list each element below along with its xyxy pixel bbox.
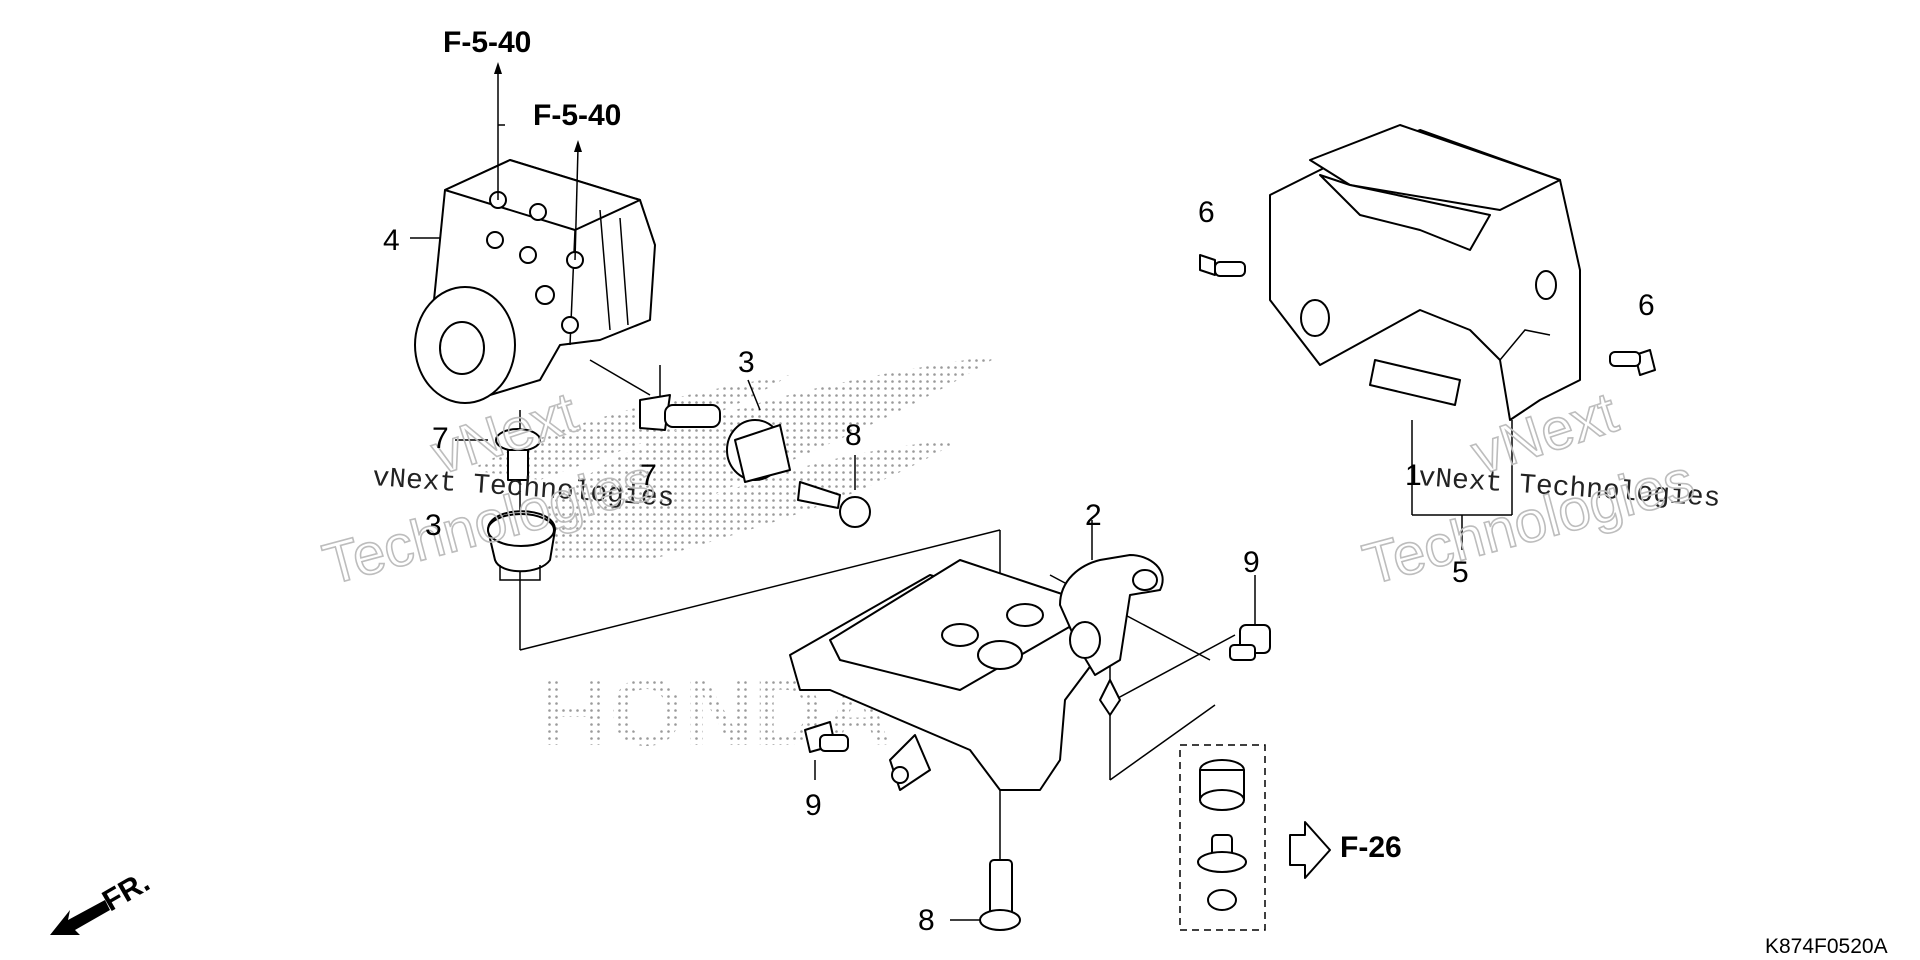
reference-labels: F-5-40 F-5-40 F-26 — [443, 26, 1402, 864]
callout-9-right: 9 — [1243, 546, 1260, 579]
grommet-group — [1179, 744, 1331, 931]
bolts-bottom — [804, 624, 1271, 931]
callout-8-lower: 8 — [918, 904, 935, 937]
callout-9-left: 9 — [805, 789, 822, 822]
callout-3-lower: 3 — [425, 509, 442, 542]
callout-5: 5 — [1452, 556, 1469, 589]
callout-7-left: 7 — [432, 422, 449, 455]
front-indicator: FR. — [50, 865, 155, 935]
drawing-code: K874F0520A — [1765, 935, 1888, 958]
reference-f-5-40-lower: F-5-40 — [533, 99, 621, 132]
reference-f-26: F-26 — [1340, 831, 1402, 864]
callout-labels: 1 2 3 3 4 5 6 6 7 7 8 8 9 9 — [383, 196, 1655, 937]
callout-7-right: 7 — [640, 459, 657, 492]
callout-6-left: 6 — [1198, 196, 1215, 229]
callout-8-upper: 8 — [845, 419, 862, 452]
bushings-left — [487, 394, 871, 581]
callout-4: 4 — [383, 224, 400, 257]
abs-cover — [1199, 124, 1656, 421]
callout-2: 2 — [1085, 499, 1102, 532]
reference-f-5-40-upper: F-5-40 — [443, 26, 531, 59]
abs-modulator — [414, 159, 656, 404]
main-bracket — [789, 554, 1164, 791]
callout-1: 1 — [1405, 459, 1422, 492]
callout-6-right: 6 — [1638, 289, 1655, 322]
callout-3-upper: 3 — [738, 346, 755, 379]
